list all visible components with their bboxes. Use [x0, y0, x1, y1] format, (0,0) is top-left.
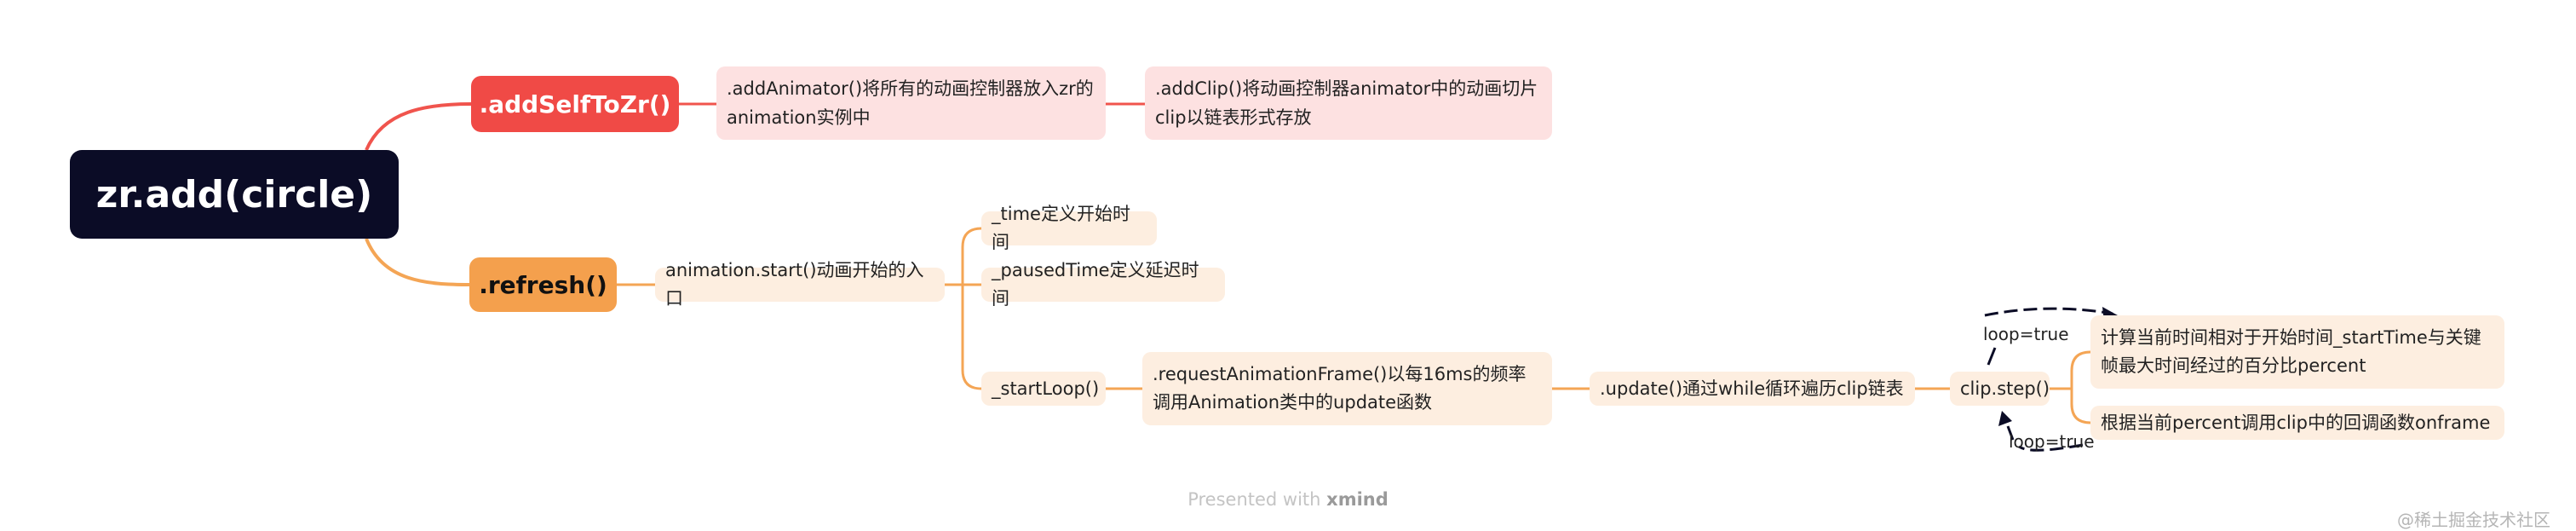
edge-root-refresh [365, 238, 472, 286]
node-step-onframe[interactable]: 根据当前percent调用clip中的回调函数onframe [2090, 406, 2504, 440]
node-request-animation-frame[interactable]: .requestAnimationFrame()以每16ms的频率调用Anima… [1142, 352, 1552, 425]
edge-step-child1 [2070, 350, 2091, 389]
node-update[interactable]: .update()通过while循环遍历clip链表 [1590, 372, 1915, 406]
footer-presented-with: Presented with xmind [0, 489, 2576, 510]
loop-arrow-top-tick [1987, 347, 1997, 366]
node-addanimator[interactable]: .addAnimator()将所有的动画控制器放入zr的animation实例中 [716, 66, 1106, 140]
loop-arrow-bottom-tick [2006, 425, 2015, 441]
node-animation-start[interactable]: animation.start()动画开始的入口 [655, 260, 945, 309]
loop-label-top: loop=true [1983, 324, 2069, 344]
footer-brand: xmind [1326, 489, 1389, 510]
node-step-percent[interactable]: 计算当前时间相对于开始时间_startTime与关键帧最大时间经过的百分比per… [2090, 315, 2504, 389]
edge-bracket-time [961, 227, 982, 285]
edge-root-addselftozr [365, 102, 472, 151]
node-addclip[interactable]: .addClip()将动画控制器animator中的动画切片clip以链表形式存… [1145, 66, 1552, 140]
node-time[interactable]: _time定义开始时间 [981, 204, 1157, 252]
loop-arrow-bottom-head [1998, 411, 2012, 426]
node-pausedtime[interactable]: _pausedTime定义延迟时间 [981, 260, 1225, 309]
footer-prefix: Presented with [1187, 489, 1321, 510]
root-node[interactable]: zr.add(circle) [70, 150, 399, 239]
node-clip-step[interactable]: clip.step() [1950, 372, 2050, 406]
node-startloop[interactable]: _startLoop() [981, 372, 1106, 406]
edge-step-child2 [2070, 389, 2091, 424]
loop-label-bottom: loop=true [2009, 431, 2095, 452]
node-addselftozr[interactable]: .addSelfToZr() [471, 76, 679, 132]
node-refresh[interactable]: .refresh() [469, 257, 617, 312]
watermark: @稀土掘金技术社区 [2397, 510, 2550, 530]
loop-arrow-bottom [2018, 443, 2084, 452]
edge-bracket-startloop [961, 285, 982, 390]
loop-arrow-top [1984, 307, 2113, 317]
